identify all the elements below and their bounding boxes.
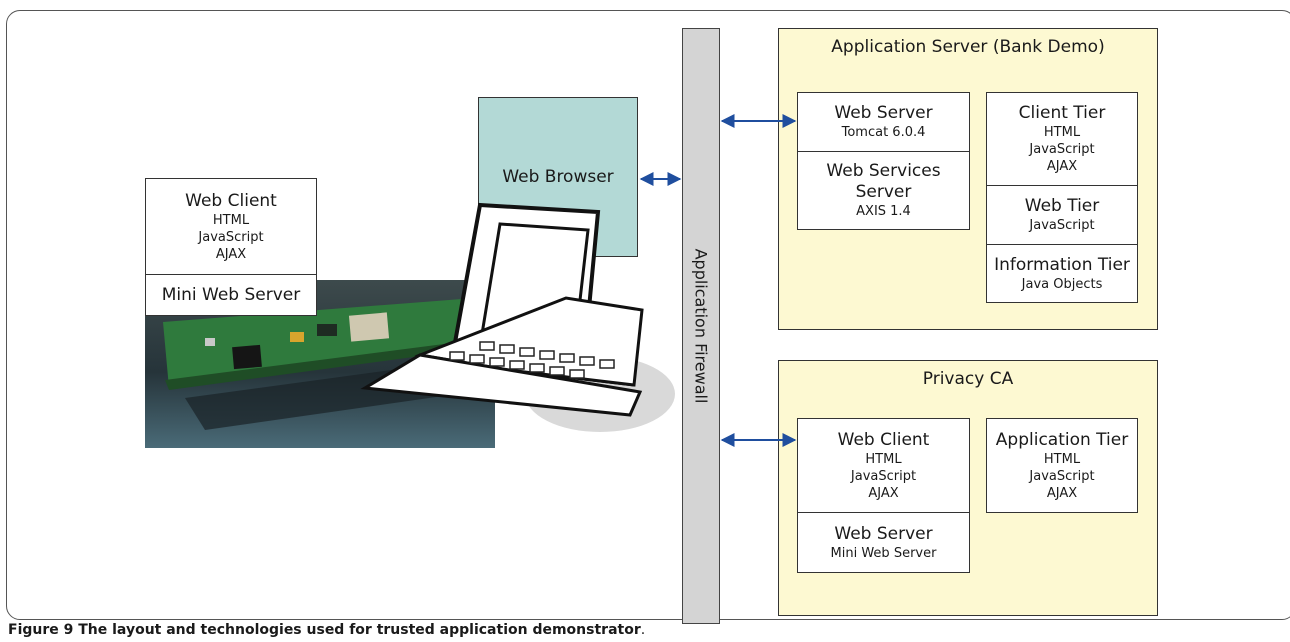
web-client-line: JavaScript [198,229,264,245]
figure-caption: Figure 9 The layout and technologies use… [8,622,645,638]
web-services-server-box: Web Services Server AXIS 1.4 [797,151,970,230]
mini-web-server-box: Mini Web Server [145,274,317,316]
web-tier-title: Web Tier [1024,196,1100,216]
information-tier-box: Information Tier Java Objects [986,244,1138,303]
figure-caption-text: The layout and technologies used for tru… [73,622,641,638]
information-tier-title: Information Tier [994,254,1130,275]
application-tier-line: JavaScript [1029,468,1095,484]
application-tier-line: AJAX [1046,485,1078,501]
web-services-title-2: Server [855,182,912,202]
app-web-server-title: Web Server [834,103,933,123]
application-tier-box: Application Tier HTML JavaScript AJAX [986,418,1138,513]
ca-web-client-box: Web Client HTML JavaScript AJAX [797,418,970,513]
information-tier-sub: Java Objects [1021,276,1103,292]
ca-web-client-title: Web Client [837,429,930,450]
application-server-title: Application Server (Bank Demo) [831,37,1105,57]
app-web-server-box: Web Server Tomcat 6.0.4 [797,92,970,152]
web-client-line: HTML [212,212,250,228]
web-services-title-1: Web Services [826,161,941,181]
figure-label: Figure 9 [8,622,74,638]
laptop-icon [360,202,675,432]
figure-caption-end: . [640,622,646,638]
web-client-box: Web Client HTML JavaScript AJAX [145,178,317,275]
web-client-line: AJAX [215,246,247,262]
ca-web-client-line: AJAX [868,485,899,501]
application-firewall: Application Firewall [682,28,720,624]
figure-frame [6,10,1290,620]
web-browser-label: Web Browser [502,167,614,187]
web-services-sub: AXIS 1.4 [856,204,911,219]
application-tier-title: Application Tier [995,429,1129,450]
web-tier-box: Web Tier JavaScript [986,185,1138,245]
client-tier-line: HTML [1043,125,1081,140]
ca-web-server-box: Web Server Mini Web Server [797,512,970,573]
client-tier-box: Client Tier HTML JavaScript AJAX [986,92,1138,186]
client-tier-line: JavaScript [1029,142,1095,157]
client-tier-line: AJAX [1046,159,1078,174]
application-tier-line: HTML [1043,451,1081,467]
ca-web-client-line: HTML [865,451,902,467]
web-tier-sub: JavaScript [1029,218,1095,233]
app-web-server-sub: Tomcat 6.0.4 [841,125,926,140]
privacy-ca-title: Privacy CA [922,369,1014,389]
mini-web-server-label: Mini Web Server [161,284,301,305]
ca-web-server-sub: Mini Web Server [830,545,937,561]
ca-web-client-line: JavaScript [850,468,917,484]
ca-web-server-title: Web Server [834,523,933,544]
web-client-title: Web Client [185,190,277,211]
client-tier-title: Client Tier [1018,103,1106,123]
